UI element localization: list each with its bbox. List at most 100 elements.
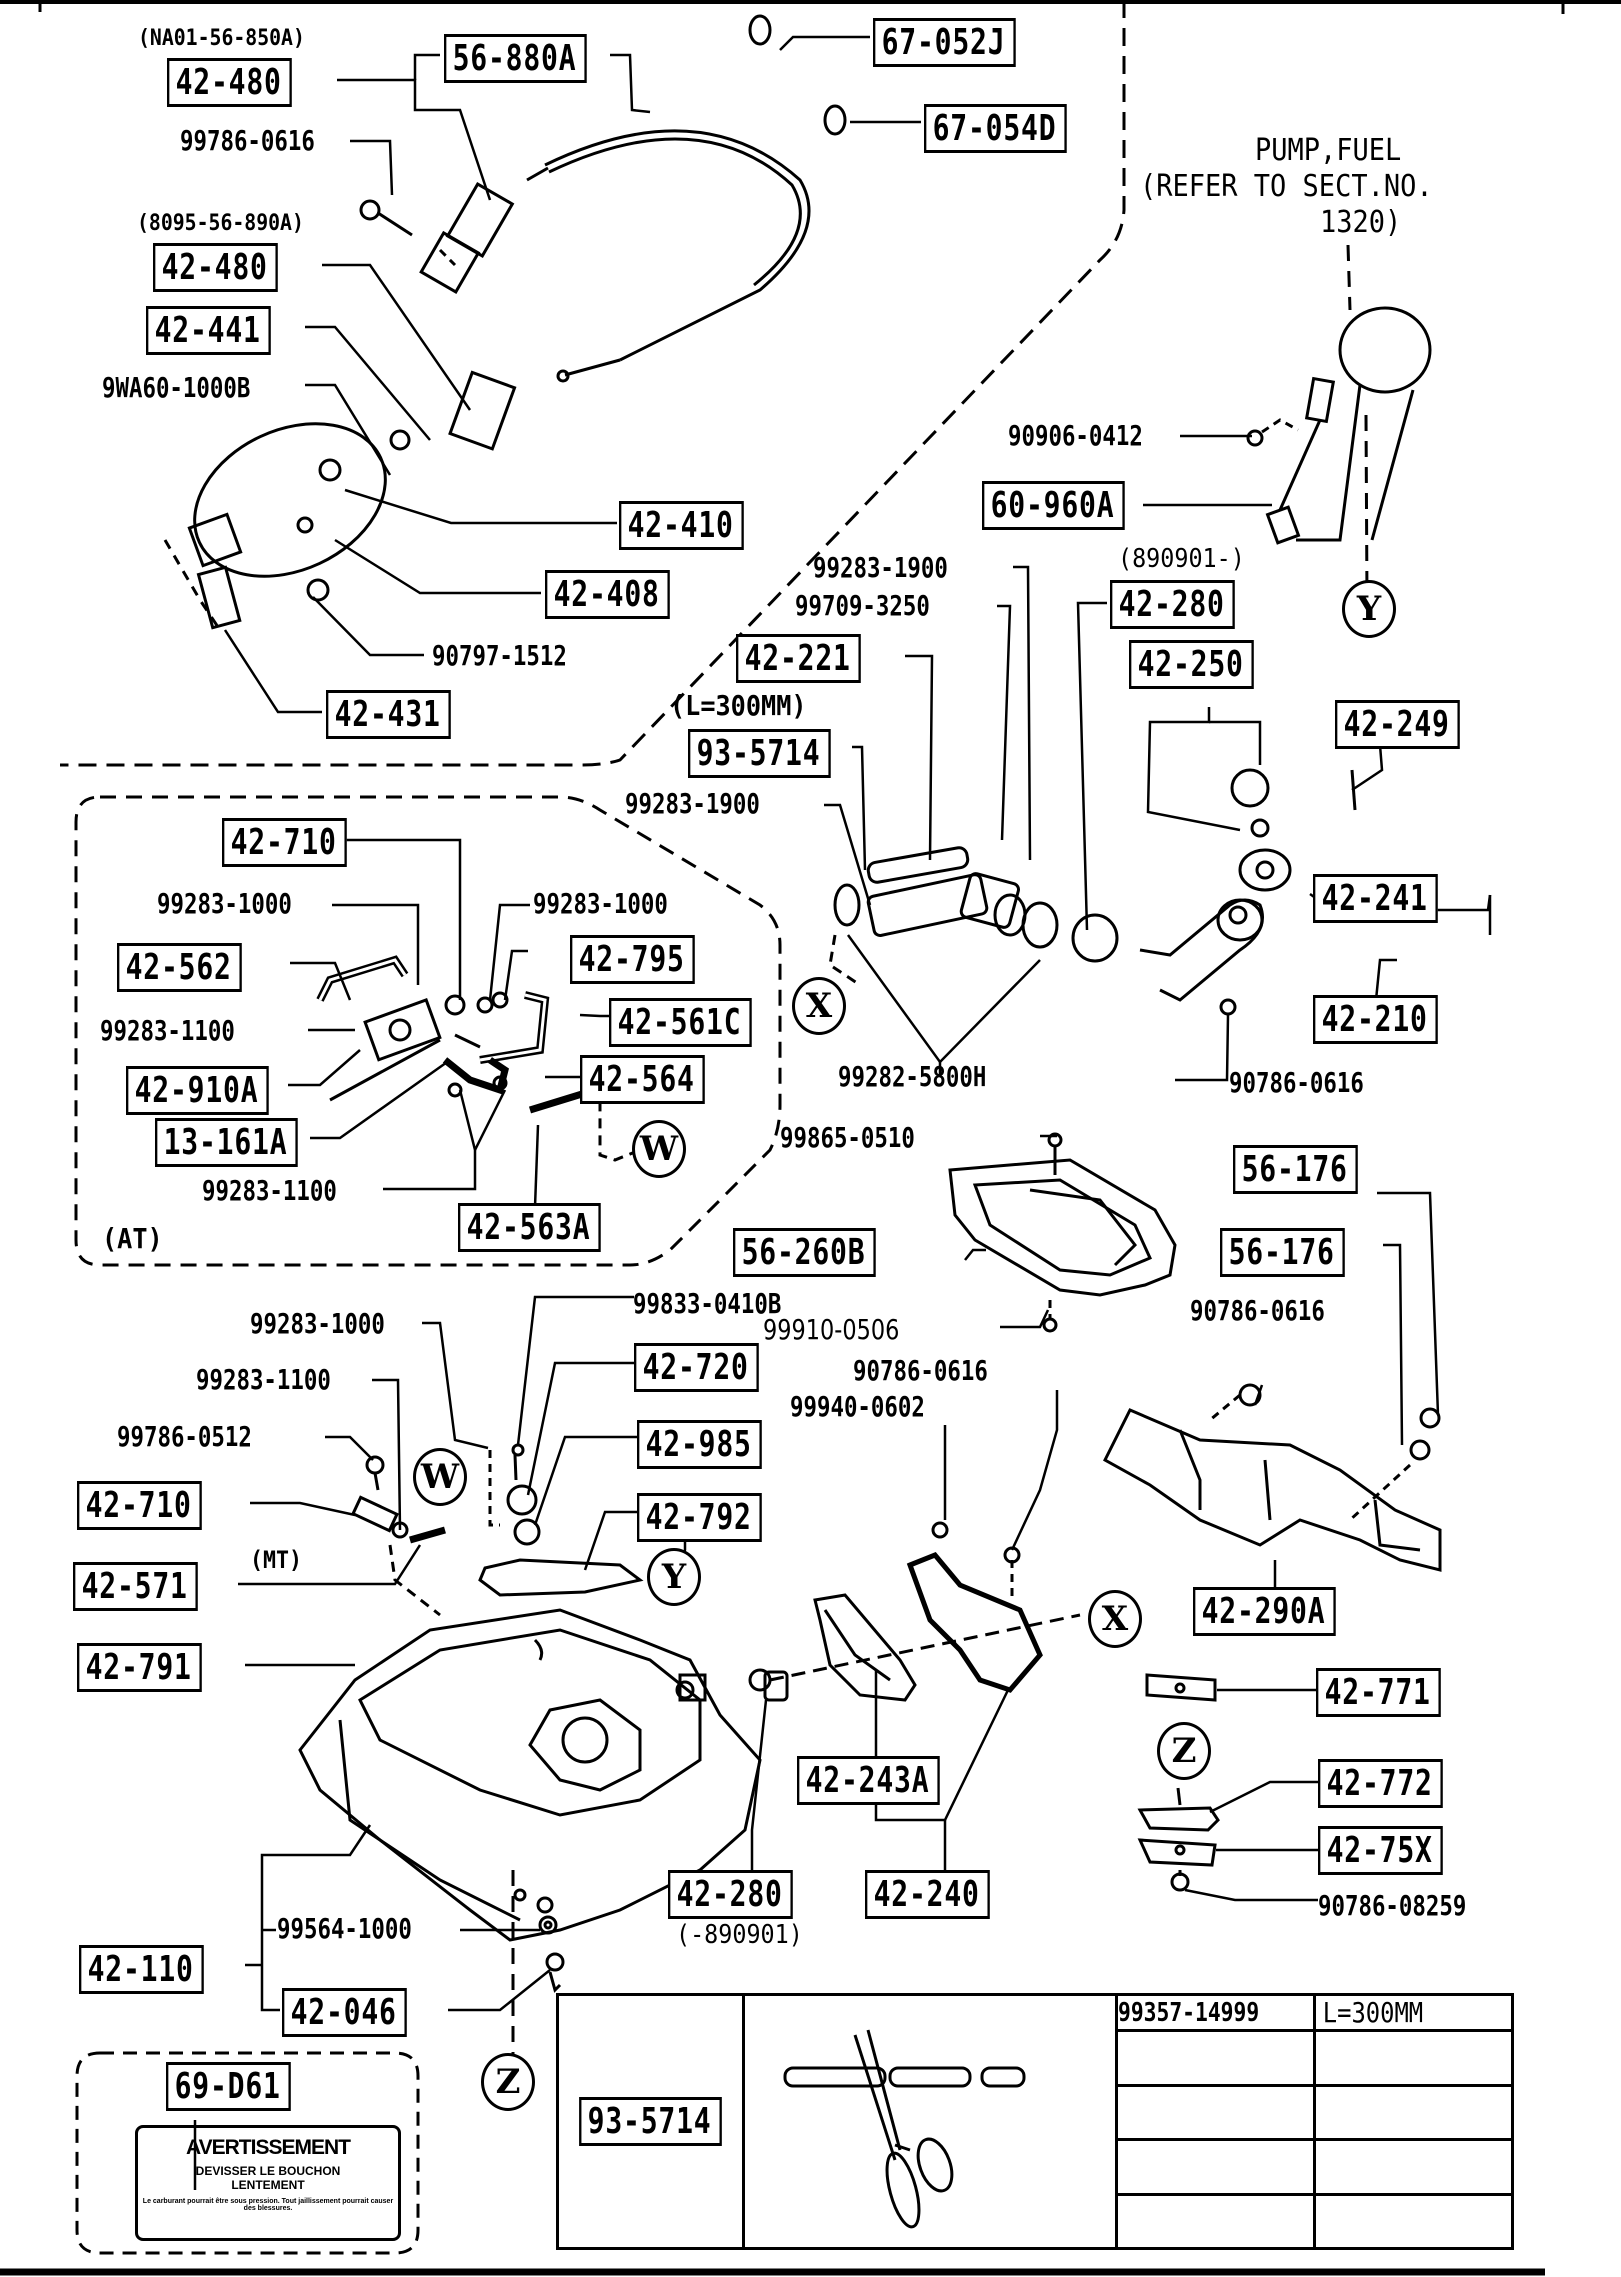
ref-marker-z[interactable]: Z bbox=[1157, 1722, 1211, 1780]
part-label-42-791[interactable]: 42-791 bbox=[77, 1643, 202, 1692]
part-label-93-5714[interactable]: 93-5714 bbox=[688, 729, 831, 778]
part-number-99283-1900-alt[interactable]: 99283-1900 bbox=[625, 787, 760, 820]
fuel-pump-sender bbox=[1246, 244, 1432, 601]
part-label-56-176-alt[interactable]: 56-176 bbox=[1220, 1228, 1345, 1277]
fuel-lid-assembly bbox=[163, 422, 411, 631]
part-number-90906-0412[interactable]: 90906-0412 bbox=[1008, 419, 1143, 452]
part-label-60-960A[interactable]: 60-960A bbox=[982, 481, 1125, 530]
spec-part-cell: 93-5714 bbox=[556, 1993, 745, 2250]
section-divider-top bbox=[60, 0, 1126, 767]
part-number-99833-0410B[interactable]: 99833-0410B bbox=[633, 1287, 782, 1320]
part-label-42-221[interactable]: 42-221 bbox=[736, 634, 861, 683]
vent-parts-mt bbox=[351, 1443, 644, 1617]
part-label-42-249[interactable]: 42-249 bbox=[1335, 700, 1460, 749]
part-number-9WA60-1000B[interactable]: 9WA60-1000B bbox=[102, 371, 251, 404]
part-label-42-910A[interactable]: 42-910A bbox=[126, 1066, 269, 1115]
part-number-90786-0616-alt2[interactable]: 90786-0616 bbox=[853, 1354, 988, 1387]
part-number-90786-0616-alt[interactable]: 90786-0616 bbox=[1190, 1294, 1325, 1327]
spec-row-part-number bbox=[1114, 2029, 1316, 2087]
part-number-99786-0616[interactable]: 99786-0616 bbox=[180, 124, 315, 157]
part-label-42-710-mt[interactable]: 42-710 bbox=[77, 1481, 202, 1530]
part-label-42-562[interactable]: 42-562 bbox=[117, 943, 242, 992]
part-label-42-771[interactable]: 42-771 bbox=[1316, 1668, 1441, 1717]
part-number-99709-3250[interactable]: 99709-3250 bbox=[795, 589, 930, 622]
part-label-42-250[interactable]: 42-250 bbox=[1129, 640, 1254, 689]
part-label-42-795[interactable]: 42-795 bbox=[570, 935, 695, 984]
part-label-67-054D[interactable]: 67-054D bbox=[924, 104, 1067, 153]
part-number-90797-1512[interactable]: 90797-1512 bbox=[432, 639, 567, 672]
part-label-42-280[interactable]: 42-280 bbox=[1110, 580, 1235, 629]
part-number-99283-1900[interactable]: 99283-1900 bbox=[813, 551, 948, 584]
part-label-42-110[interactable]: 42-110 bbox=[79, 1945, 204, 1994]
supersede-note-na01: (NA01-56-850A) bbox=[138, 26, 305, 51]
part-label-42-240[interactable]: 42-240 bbox=[865, 1870, 990, 1919]
part-label-42-441[interactable]: 42-441 bbox=[146, 306, 271, 355]
part-number-99283-1100[interactable]: 99283-1100 bbox=[100, 1014, 235, 1047]
part-number-99283-1100-alt[interactable]: 99283-1100 bbox=[202, 1174, 337, 1207]
length-note: (L=300MM) bbox=[670, 689, 807, 722]
release-cable bbox=[359, 14, 847, 451]
section-divider-at bbox=[74, 795, 782, 1267]
part-number-99910-0506[interactable]: 99910-0506 bbox=[763, 1313, 900, 1346]
ref-marker-x[interactable]: X bbox=[792, 977, 846, 1035]
part-label-56-880A[interactable]: 56-880A bbox=[444, 34, 587, 83]
part-label-42-75X[interactable]: 42-75X bbox=[1318, 1826, 1443, 1875]
part-number-99283-1000-alt[interactable]: 99283-1000 bbox=[533, 887, 668, 920]
ref-marker-x-alt[interactable]: X bbox=[1088, 1590, 1142, 1648]
part-number-99786-0512[interactable]: 99786-0512 bbox=[117, 1420, 252, 1453]
part-label-42-046[interactable]: 42-046 bbox=[282, 1988, 407, 2037]
part-label-42-210[interactable]: 42-210 bbox=[1313, 995, 1438, 1044]
spec-row-length bbox=[1312, 2083, 1515, 2141]
ref-marker-y-alt[interactable]: Y bbox=[647, 1548, 701, 1606]
part-label-56-260B[interactable]: 56-260B bbox=[733, 1228, 876, 1277]
part-number-99283-1000-mt[interactable]: 99283-1000 bbox=[250, 1307, 385, 1340]
spec-part-label[interactable]: 93-5714 bbox=[579, 2097, 722, 2146]
part-label-42-710-at[interactable]: 42-710 bbox=[222, 818, 347, 867]
filler-neck-hoses bbox=[828, 768, 1357, 1016]
cover-56-260B bbox=[948, 1132, 1177, 1333]
part-label-42-280-early[interactable]: 42-280 bbox=[668, 1870, 793, 1919]
part-label-42-792[interactable]: 42-792 bbox=[637, 1493, 762, 1542]
part-number-90786-08259[interactable]: 90786-08259 bbox=[1318, 1889, 1467, 1922]
part-label-42-772[interactable]: 42-772 bbox=[1318, 1759, 1443, 1808]
part-number-99865-0510[interactable]: 99865-0510 bbox=[780, 1121, 915, 1154]
part-label-42-720[interactable]: 42-720 bbox=[634, 1343, 759, 1392]
section-divider-label bbox=[75, 2051, 420, 2255]
ref-marker-z-alt[interactable]: Z bbox=[481, 2053, 535, 2111]
part-label-42-243A[interactable]: 42-243A bbox=[797, 1756, 940, 1805]
part-label-42-241[interactable]: 42-241 bbox=[1313, 874, 1438, 923]
ref-marker-w[interactable]: W bbox=[632, 1120, 686, 1178]
part-label-42-564[interactable]: 42-564 bbox=[580, 1055, 705, 1104]
part-label-42-480-alt[interactable]: 42-480 bbox=[153, 243, 278, 292]
part-label-42-408[interactable]: 42-408 bbox=[545, 570, 670, 619]
part-number-99564-1000[interactable]: 99564-1000 bbox=[277, 1912, 412, 1945]
ref-marker-w-alt[interactable]: W bbox=[413, 1448, 467, 1506]
spec-row-length bbox=[1312, 2192, 1515, 2250]
part-label-56-176[interactable]: 56-176 bbox=[1233, 1145, 1358, 1194]
spec-part-number: 99357-14999 bbox=[1117, 1997, 1259, 2028]
part-number-90786-0616[interactable]: 90786-0616 bbox=[1229, 1066, 1364, 1099]
spec-row-part-number: 99357-14999 bbox=[1114, 1993, 1316, 2032]
part-label-69-D61[interactable]: 69-D61 bbox=[166, 2062, 291, 2111]
warning-fine-print: Le carburant pourrait être sous pression… bbox=[142, 2198, 394, 2212]
part-label-42-571[interactable]: 42-571 bbox=[73, 1562, 198, 1611]
ref-marker-y[interactable]: Y bbox=[1342, 580, 1396, 638]
part-number-99282-5800H[interactable]: 99282-5800H bbox=[838, 1060, 987, 1093]
part-number-99940-0602[interactable]: 99940-0602 bbox=[790, 1390, 925, 1423]
tank-straps bbox=[763, 1521, 1081, 1702]
part-label-42-561C[interactable]: 42-561C bbox=[609, 998, 752, 1047]
part-label-42-480[interactable]: 42-480 bbox=[167, 58, 292, 107]
part-label-13-161A[interactable]: 13-161A bbox=[155, 1118, 298, 1167]
part-label-42-563A[interactable]: 42-563A bbox=[458, 1203, 601, 1252]
part-label-42-431[interactable]: 42-431 bbox=[326, 690, 451, 739]
part-number-99283-1100-mt[interactable]: 99283-1100 bbox=[196, 1363, 331, 1396]
part-label-67-052J[interactable]: 67-052J bbox=[873, 18, 1016, 67]
pump-note-line2: (REFER TO SECT.NO. bbox=[1140, 169, 1433, 204]
drain-parts bbox=[511, 1870, 565, 2060]
part-label-42-410[interactable]: 42-410 bbox=[619, 501, 744, 550]
mt-note: (MT) bbox=[250, 1546, 303, 1574]
part-label-42-290A[interactable]: 42-290A bbox=[1193, 1587, 1336, 1636]
heat-insulator bbox=[1103, 1383, 1442, 1572]
part-label-42-985[interactable]: 42-985 bbox=[637, 1420, 762, 1469]
part-number-99283-1000[interactable]: 99283-1000 bbox=[157, 887, 292, 920]
